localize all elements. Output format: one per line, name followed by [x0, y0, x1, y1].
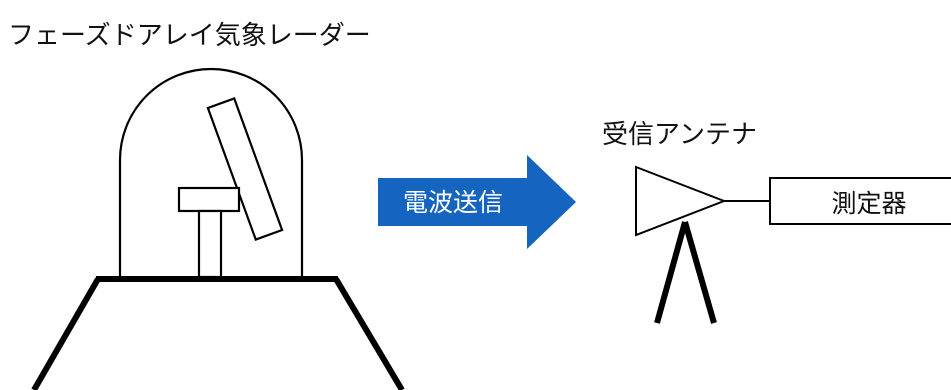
tripod-left-leg	[654, 221, 688, 324]
measuring-instrument-box	[769, 177, 951, 225]
tripod-right-leg	[682, 221, 717, 324]
antenna-mount-arm	[177, 186, 241, 213]
radome	[118, 67, 304, 280]
radar-platform-right	[333, 277, 405, 390]
antenna-pedestal	[197, 209, 223, 279]
radar-platform-left	[31, 277, 101, 390]
transmission-label: 電波送信	[403, 188, 503, 217]
radar-title: フェーズドアレイ気象レーダー	[8, 21, 371, 51]
receiving-antenna-horn	[635, 165, 727, 237]
transmission-arrow	[378, 155, 576, 249]
antenna-panel	[206, 97, 284, 241]
receiver-title: 受信アンテナ	[602, 120, 757, 150]
measuring-instrument-label: 測定器	[831, 189, 906, 218]
